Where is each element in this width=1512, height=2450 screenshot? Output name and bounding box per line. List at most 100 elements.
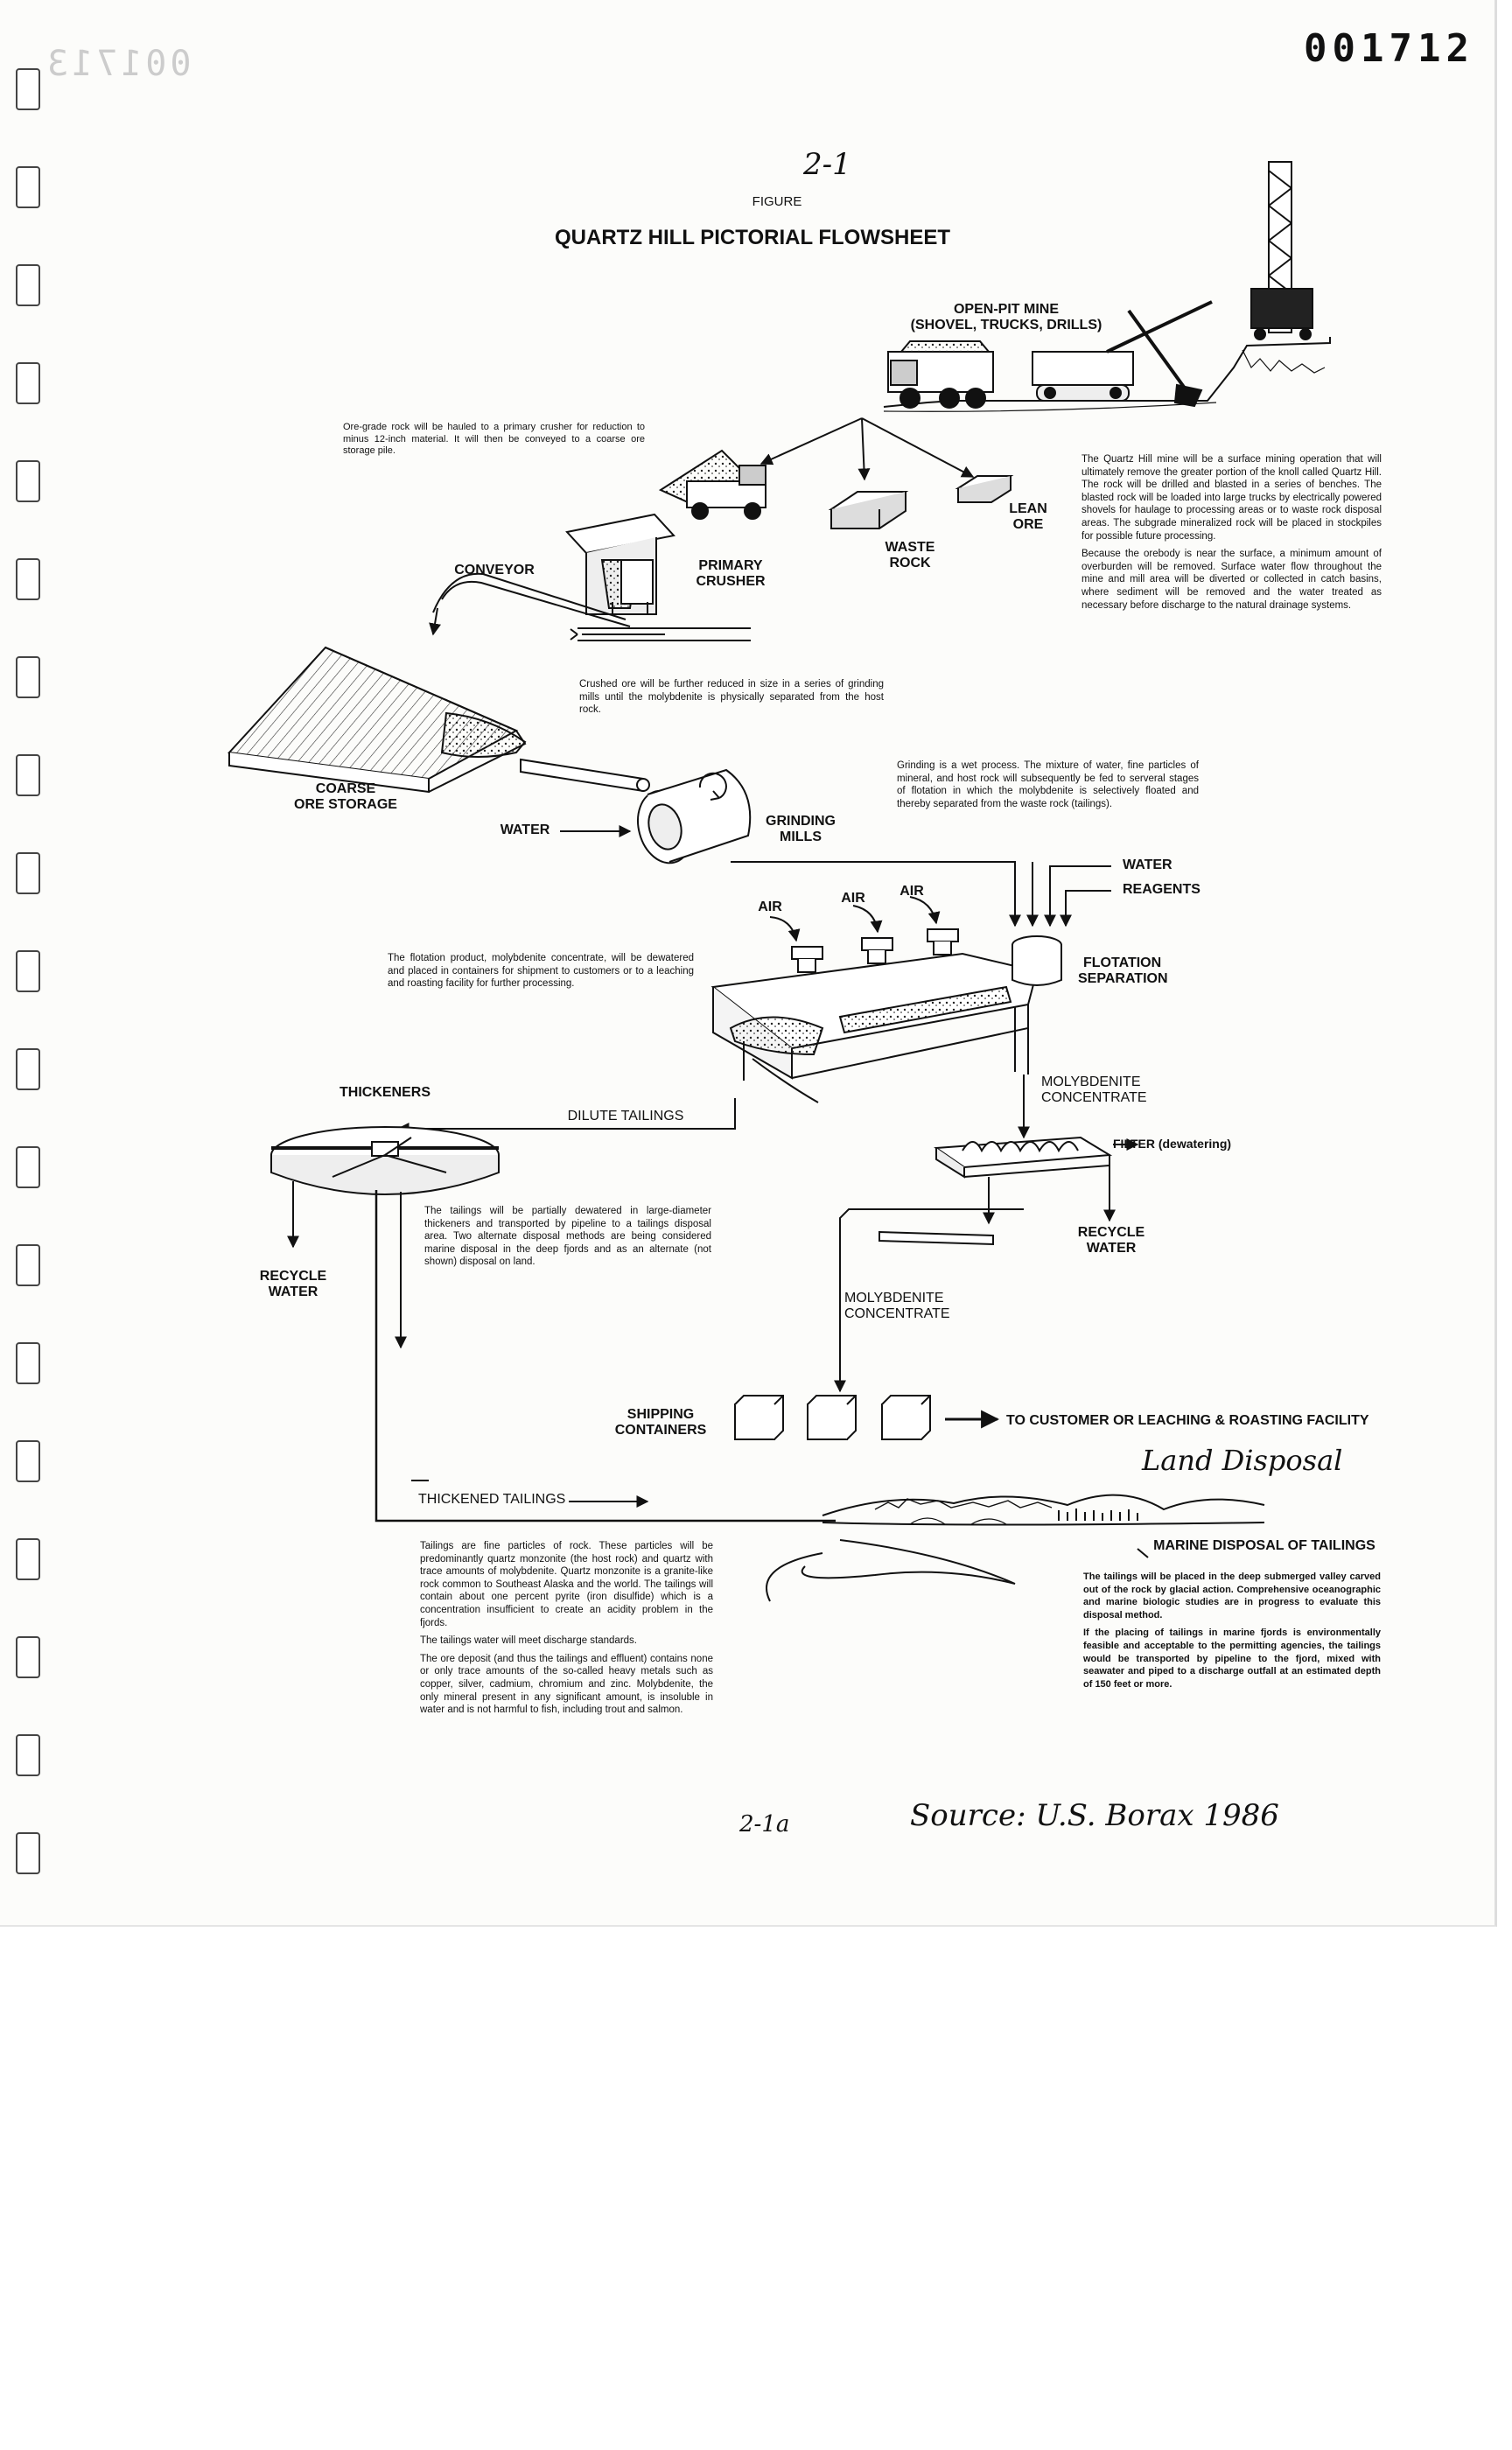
binder-hole: [16, 1342, 40, 1384]
note-flotation: The flotation product, molybdenite conce…: [388, 953, 694, 990]
binder-hole: [16, 1734, 40, 1776]
note-mine-paragraph-1: The Quartz Hill mine will be a surface m…: [1082, 454, 1382, 542]
label-shipping-containers-2: CONTAINERS: [614, 1423, 707, 1438]
note-marine-disposal: The tailings will be placed in the deep …: [1083, 1571, 1381, 1696]
document-sheet: 001713 001712 2-1 FIGURE QUARTZ HILL PIC…: [0, 0, 1497, 1927]
binder-hole: [16, 1440, 40, 1482]
binder-hole: [16, 264, 40, 306]
conveyor-belt: [429, 572, 751, 641]
flotation-cells-icon: [710, 928, 1062, 1103]
label-lean-ore: LEAN: [1009, 501, 1047, 516]
binder-hole: [16, 950, 40, 992]
flowsheet-drawing: [227, 161, 1331, 1602]
label-recycle-water-right: RECYCLE: [1077, 1225, 1145, 1240]
dump-truck-icon: [658, 449, 766, 520]
dilute-tailings-line: [396, 1098, 736, 1135]
note-tailings: Tailings are fine particles of rock. The…: [420, 1540, 713, 1722]
binder-hole: [16, 1244, 40, 1286]
binder-hole: [16, 1146, 40, 1188]
label-primary-crusher: PRIMARY: [698, 558, 763, 573]
handwritten-land-disposal: Land Disposal: [1142, 1444, 1343, 1477]
label-air-3: AIR: [900, 884, 924, 899]
filter-icon: [934, 1136, 1113, 1179]
pit-split-arrows: [760, 417, 975, 481]
label-molybdenite-concentrate-2: CONCENTRATE: [1041, 1090, 1147, 1105]
binder-hole: [16, 362, 40, 404]
coarse-ore-storage-icon: [227, 646, 527, 794]
label-waste-rock: WASTE: [885, 540, 935, 555]
label-recycle-water-left: RECYCLE: [259, 1269, 327, 1284]
page-title: QUARTZ HILL PICTORIAL FLOWSHEET: [555, 226, 950, 249]
label-molybdenite-concentrate-lower-2: CONCENTRATE: [844, 1306, 950, 1321]
label-water: WATER: [1123, 858, 1172, 872]
note-thickeners: The tailings will be partially dewatered…: [424, 1206, 711, 1268]
label-air-2: AIR: [841, 891, 865, 906]
binder-hole: [16, 166, 40, 208]
figure-label: FIGURE: [752, 194, 802, 209]
note-tailings-paragraph-1: Tailings are fine particles of rock. The…: [420, 1541, 713, 1628]
thickener-icon: [270, 1126, 500, 1195]
binder-hole: [16, 656, 40, 698]
label-to-customer: TO CUSTOMER OR LEACHING & ROASTING FACIL…: [1006, 1413, 1369, 1428]
label-grinding-mills: GRINDING: [766, 814, 836, 829]
binder-hole: [16, 460, 40, 502]
label-coarse-ore-storage-2: ORE STORAGE: [294, 797, 397, 812]
note-ore-grade: Ore-grade rock will be hauled to a prima…: [343, 422, 645, 456]
air-arrows: [769, 896, 941, 942]
handwritten-source: Source: U.S. Borax 1986: [910, 1798, 1279, 1833]
label-coarse-ore-storage: COARSE: [315, 781, 376, 796]
note-crushed-ore: Crushed ore will be further reduced in s…: [579, 679, 884, 716]
electric-shovel-icon: [1032, 300, 1213, 408]
conveyor-to-mills: [520, 758, 650, 793]
binder-hole: [16, 68, 40, 110]
figure-number-handwritten: 2-1: [803, 147, 851, 182]
label-recycle-water-right-2: WATER: [1086, 1241, 1137, 1256]
slurry-line: [731, 861, 1111, 928]
waste-rock-pile: [828, 491, 909, 529]
binder-hole: [16, 1048, 40, 1090]
binder-hole: [16, 1636, 40, 1678]
binder-hole: [16, 852, 40, 894]
binder-hole: [16, 754, 40, 796]
label-filter: FILTER (dewatering): [1113, 1137, 1232, 1151]
haul-truck-icon: [887, 340, 994, 409]
label-air-1: AIR: [758, 900, 782, 914]
label-lean-ore-2: ORE: [1012, 517, 1044, 532]
label-molybdenite-concentrate-lower: MOLYBDENITE: [844, 1291, 944, 1306]
binder-hole: [16, 558, 40, 600]
shipping-containers: [734, 1395, 931, 1440]
fjord-landscape: [766, 1494, 1265, 1602]
note-marine-paragraph-2: If the placing of tailings in marine fjo…: [1083, 1628, 1381, 1690]
concentrate-pipe: [834, 1208, 1024, 1393]
label-open-pit-equipment: (SHOVEL, TRUCKS, DRILLS): [910, 318, 1102, 332]
label-open-pit-mine: OPEN-PIT MINE: [953, 302, 1059, 317]
note-tailings-paragraph-2: The tailings water will meet discharge s…: [420, 1635, 638, 1647]
pit-terrain: [883, 337, 1331, 412]
label-water-in: WATER: [500, 822, 550, 837]
label-thickeners: THICKENERS: [339, 1085, 430, 1100]
label-thickened-tailings: THICKENED TAILINGS: [418, 1492, 566, 1507]
label-reagents: REAGENTS: [1123, 882, 1200, 897]
note-mine: The Quartz Hill mine will be a surface m…: [1082, 453, 1382, 617]
grinding-mill-icon: [637, 768, 752, 864]
label-marine-disposal: MARINE DISPOSAL OF TAILINGS: [1153, 1538, 1376, 1553]
label-shipping-containers: SHIPPING: [626, 1407, 695, 1422]
note-mine-paragraph-2: Because the orebody is near the surface,…: [1082, 549, 1382, 611]
label-flotation: FLOTATION: [1083, 956, 1162, 970]
document-id: 001712: [1304, 26, 1474, 71]
note-marine-paragraph-1: The tailings will be placed in the deep …: [1083, 1572, 1381, 1620]
lean-ore-pile: [955, 475, 1014, 503]
note-tailings-paragraph-3: The ore deposit (and thus the tailings a…: [420, 1653, 713, 1716]
label-primary-crusher-2: CRUSHER: [696, 574, 766, 589]
label-molybdenite-concentrate: MOLYBDENITE: [1041, 1074, 1141, 1089]
label-recycle-water-left-2: WATER: [268, 1284, 318, 1299]
label-dilute-tailings: DILUTE TAILINGS: [567, 1109, 684, 1124]
label-flotation-2: SEPARATION: [1078, 971, 1168, 986]
label-grinding-mills-2: MILLS: [780, 830, 822, 844]
drill-rig-icon: [1250, 161, 1313, 340]
label-conveyor: CONVEYOR: [454, 563, 535, 578]
binder-hole: [16, 1538, 40, 1580]
note-grinding: Grinding is a wet process. The mixture o…: [897, 760, 1199, 809]
label-waste-rock-2: ROCK: [889, 556, 931, 570]
binder-hole: [16, 1832, 40, 1874]
